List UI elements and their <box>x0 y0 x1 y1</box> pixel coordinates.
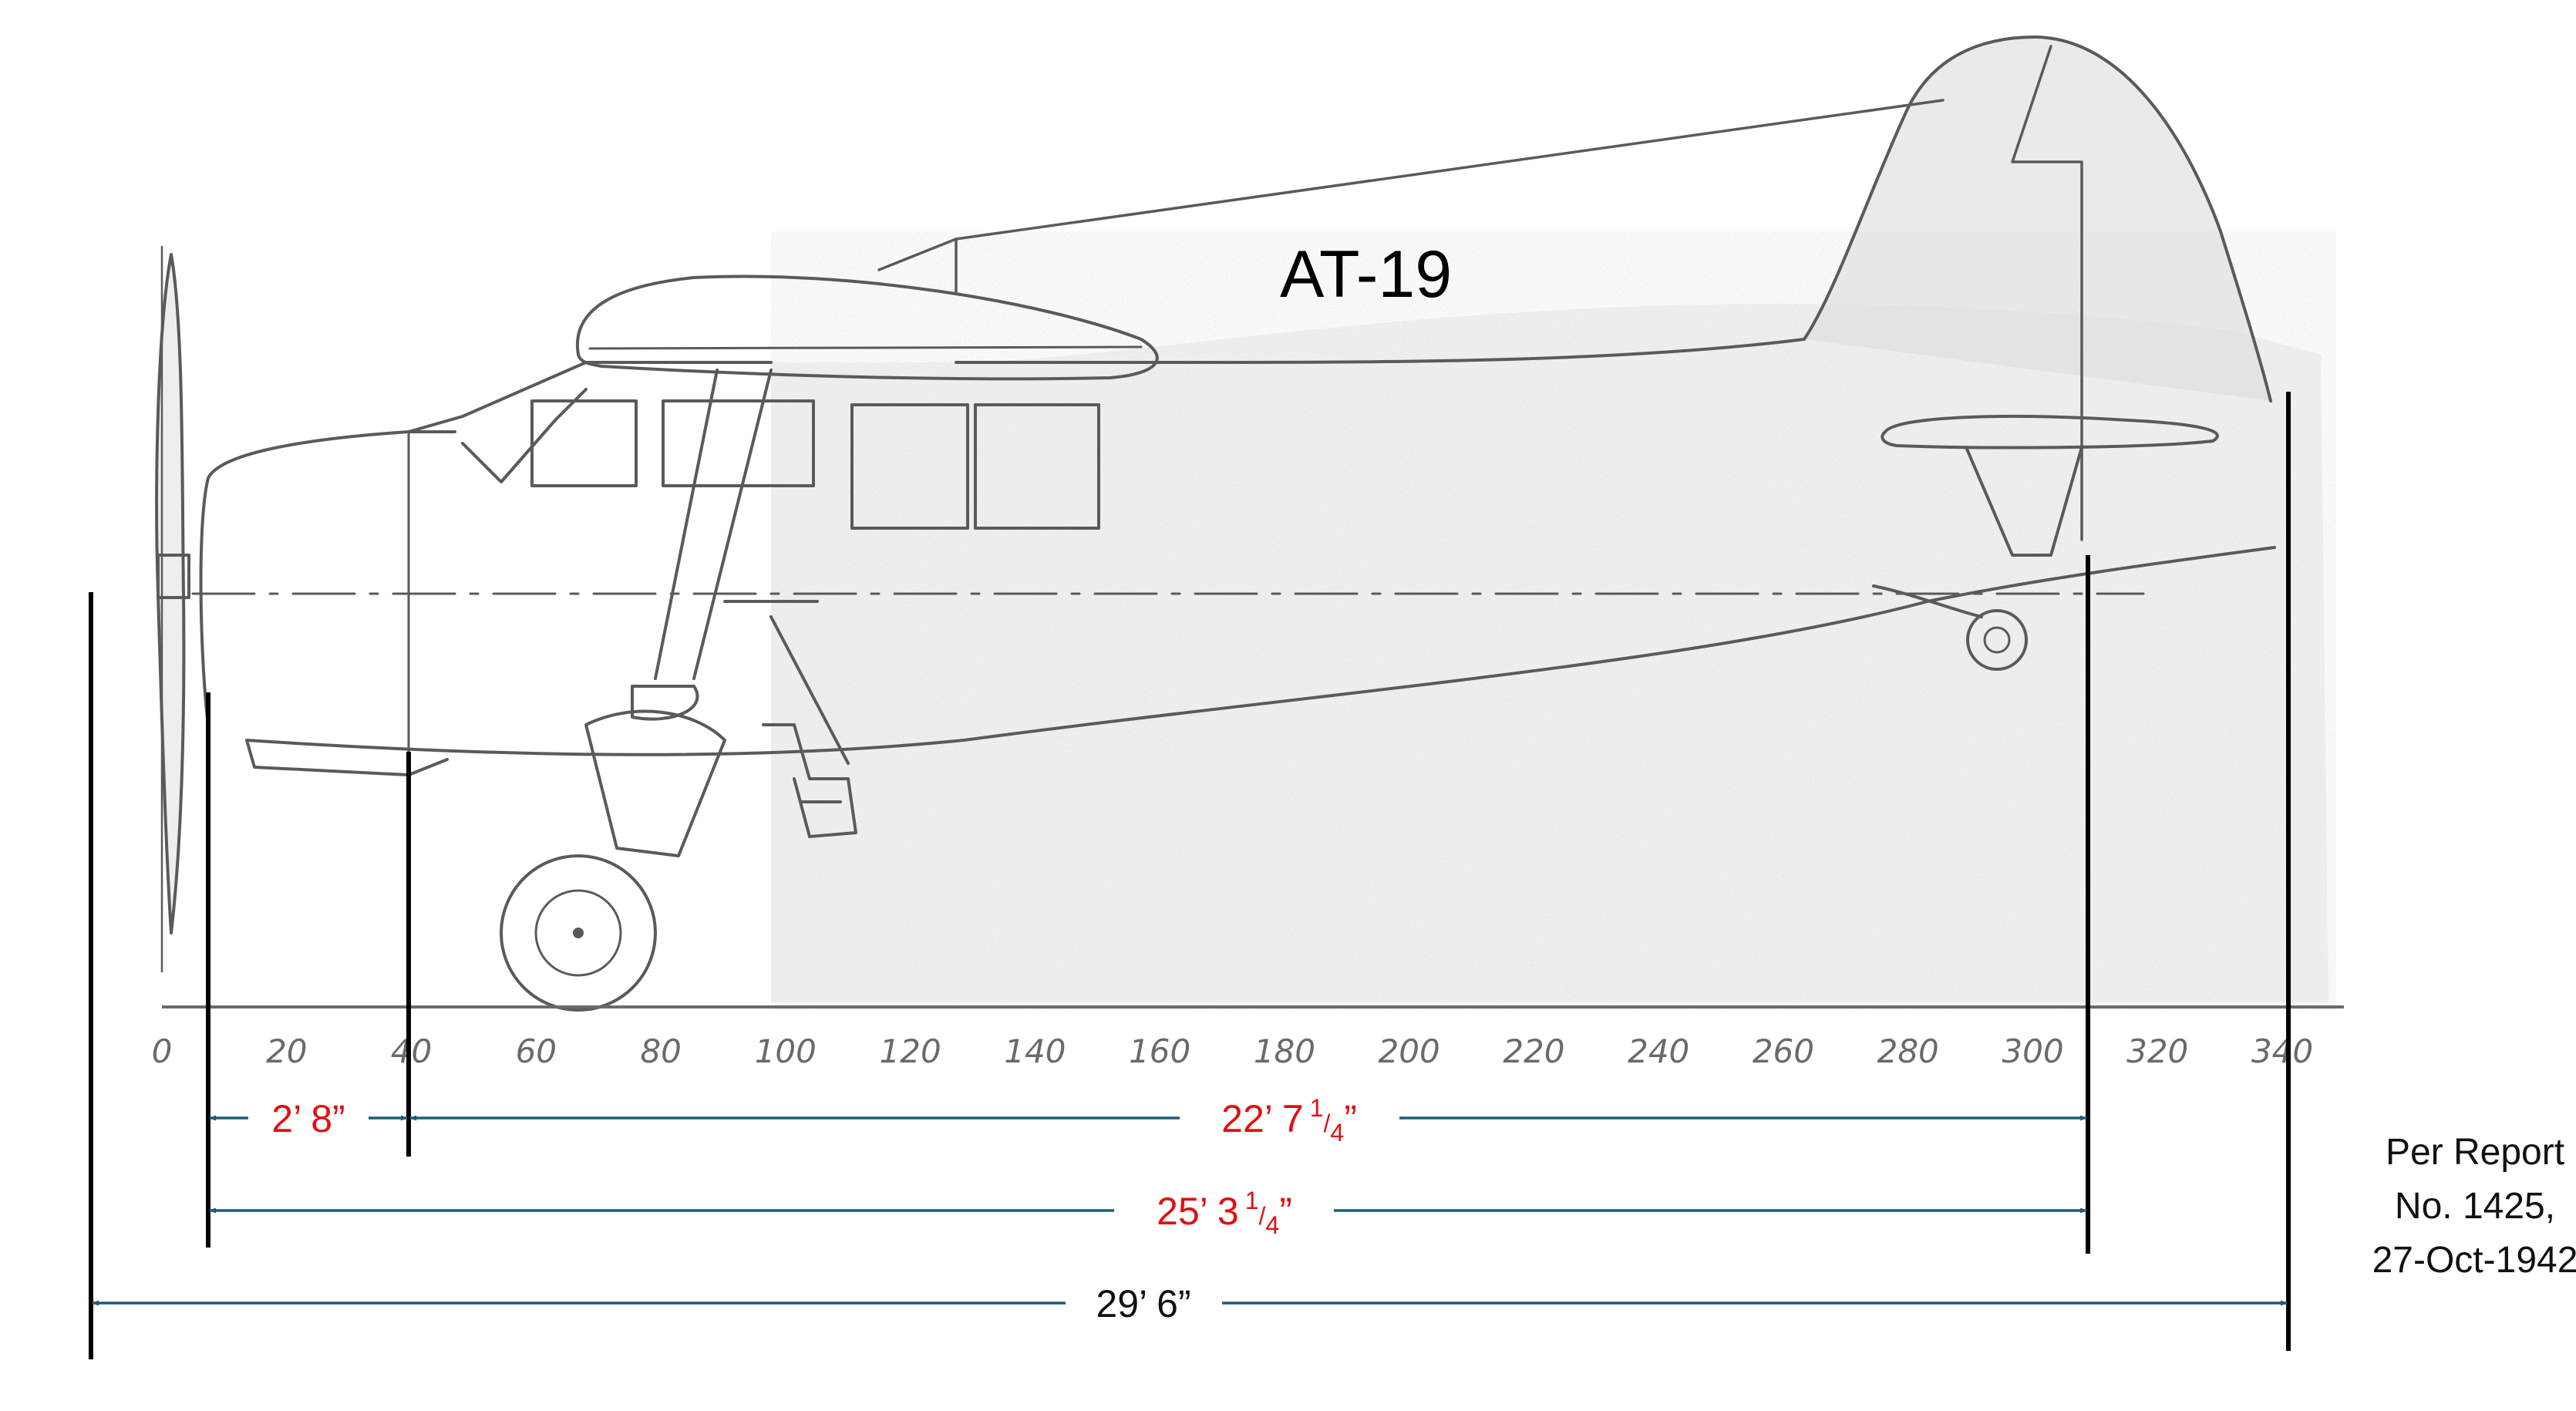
tail-wheel <box>1966 609 2028 671</box>
source-note: Per Report No. 1425, 27-Oct-1942 <box>2372 1132 2576 1281</box>
window-2 <box>662 399 815 487</box>
gear-brace <box>723 600 850 765</box>
aircraft-title: AT-19 <box>1280 237 1452 311</box>
scale-tick-label: 300 <box>2002 1032 2063 1070</box>
dimension-arrows <box>92 1115 2288 1306</box>
cabin-roof <box>407 361 773 433</box>
cabane <box>877 99 1945 295</box>
scale-tick-label: 20 <box>266 1032 307 1070</box>
scale-tick-labels: 0 20 40 60 80 100 120 140 160 180 200 220 240 260 280 3… <box>152 1032 2313 1070</box>
windscreen <box>461 388 588 483</box>
propeller <box>155 253 186 934</box>
gear-fork <box>584 709 726 857</box>
scale-tick-label: 280 <box>1877 1032 1939 1070</box>
scale-tick-label: 0 <box>152 1032 173 1070</box>
note-line-3: 27-Oct-1942 <box>2372 1240 2576 1281</box>
scale-tick-label: 340 <box>2251 1032 2313 1070</box>
scale-tick-label: 200 <box>1379 1032 1440 1070</box>
scale-tick-label: 80 <box>640 1032 681 1070</box>
scale-tick-label: 40 <box>391 1032 432 1070</box>
scale-tick-label: 140 <box>1004 1032 1066 1070</box>
wing-airfoil <box>575 274 1159 381</box>
scale-tick-label: 220 <box>1503 1032 1564 1070</box>
step <box>762 723 857 838</box>
reference-lines <box>89 392 2291 1359</box>
rudder-line <box>2011 45 2083 541</box>
scale-tick-label: 160 <box>1129 1032 1190 1070</box>
scale-tick-label: 100 <box>755 1032 817 1070</box>
window-1 <box>530 399 638 487</box>
vertical-tail <box>1803 35 2272 402</box>
scale-axis: 0 20 40 60 80 100 120 140 160 180 200 220 240 260 280 3… <box>152 1005 2344 1070</box>
wing-strut <box>654 369 773 680</box>
window-3 <box>850 403 969 530</box>
scale-tick-label: 120 <box>880 1032 941 1070</box>
tailwheel-arm <box>1872 584 1983 618</box>
fuselage-bottom <box>245 546 2276 756</box>
tail-strut <box>1965 446 2083 557</box>
horizontal-stabilizer <box>1881 415 2219 450</box>
scale-tick-label: 180 <box>1254 1032 1315 1070</box>
cowling-lower <box>245 739 449 776</box>
note-line-1: Per Report <box>2386 1132 2564 1173</box>
scale-tick-label: 260 <box>1753 1032 1814 1070</box>
scale-tick-label: 60 <box>516 1032 557 1070</box>
scale-tick-label: 320 <box>2126 1032 2188 1070</box>
prop-hub <box>157 554 190 599</box>
window-4 <box>974 403 1100 530</box>
engine-cowling <box>199 430 456 726</box>
fuselage-top <box>955 338 1806 364</box>
scale-tick-label: 240 <box>1628 1032 1689 1070</box>
aircraft-profile-drawing <box>155 35 2336 1012</box>
dim-label-spinner-to-firewall: 2’ 8” <box>271 1097 345 1140</box>
main-wheel <box>500 854 657 1012</box>
landing-gear-leg <box>631 685 699 721</box>
dim-label-overall-length: 29’ 6” <box>1096 1282 1190 1325</box>
note-line-2: No. 1425, <box>2395 1186 2555 1227</box>
